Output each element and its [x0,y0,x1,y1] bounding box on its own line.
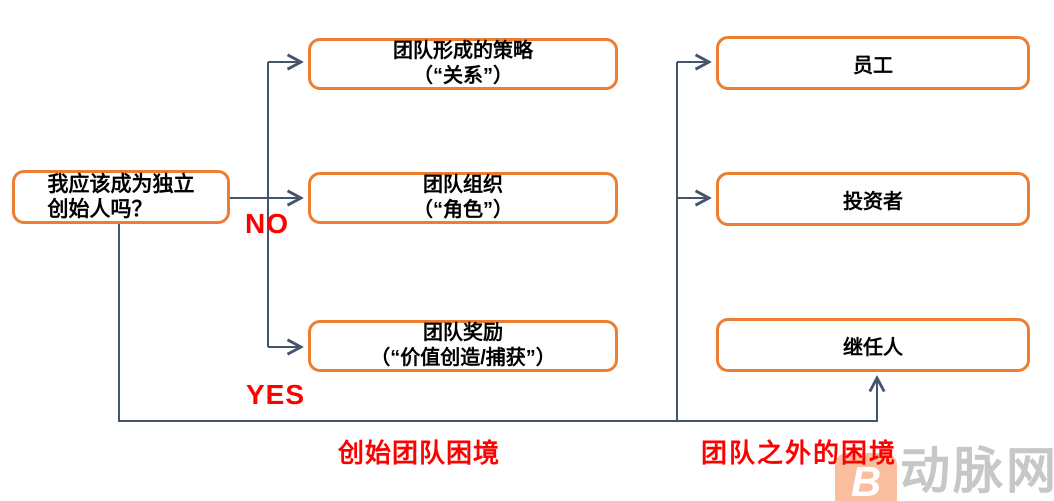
box-team-formation-strategy: 团队形成的策略 （“关系”） [308,38,618,90]
label-founding-team-dilemmas: 创始团队困境 [338,438,501,468]
box-title: 团队组织 [423,174,503,196]
box-successor: 继任人 [716,318,1030,372]
box-label: 继任人 [843,336,903,359]
box-team-organization: 团队组织 （“角色”） [308,172,618,224]
box-subtitle: （“角色”） [413,199,513,221]
question-line-2: 创始人吗？ [47,198,153,221]
watermark-logo-icon: B [835,453,897,501]
box-investors: 投资者 [716,172,1030,226]
question-line-1: 我应该成为独立 [47,173,195,196]
box-team-rewards: 团队奖励 （“价值创造/捕获”） [308,320,618,372]
label-yes: YES [246,379,306,410]
box-subtitle: （“价值创造/捕获”） [370,347,556,369]
label-no: NO [245,208,289,239]
box-subtitle: （“关系”） [413,65,513,87]
watermark-site-name: 动脉网 [900,443,1054,499]
question-box-solo-founder: 我应该成为独立 创始人吗？ [12,170,230,224]
box-label: 投资者 [843,190,903,213]
box-label: 员工 [853,54,893,77]
box-title: 团队奖励 [423,322,503,344]
connector-yes-path-to-successor [118,224,877,422]
question-text: 我应该成为独立 创始人吗？ [48,172,195,222]
box-employees: 员工 [716,36,1030,90]
label-outside-team-dilemmas: 团队之外的困境 [701,438,898,468]
box-title: 团队形成的策略 [393,40,533,62]
